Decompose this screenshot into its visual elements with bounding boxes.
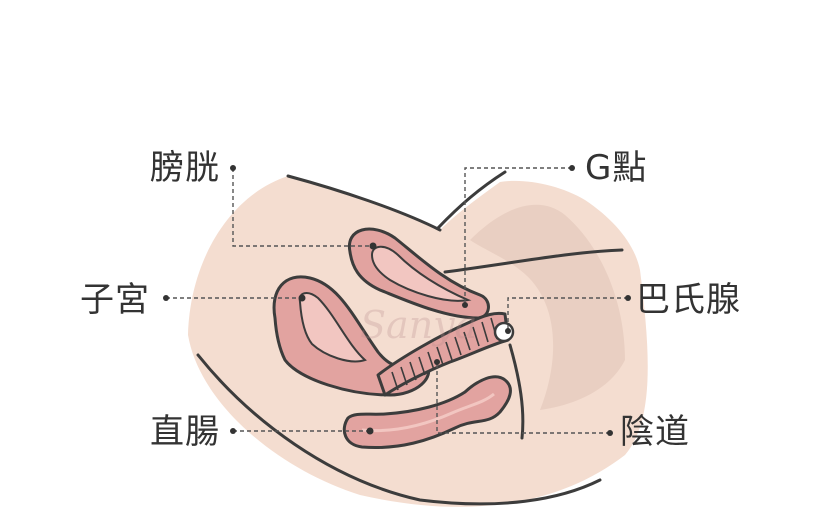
dot-rectum-label: [230, 428, 236, 434]
leader-vagina: [436, 362, 610, 434]
vaginal-rugae: [391, 317, 498, 391]
dot-bladder-label: [230, 165, 236, 171]
leg-contour: [196, 353, 602, 506]
dot-bartholin-target: [505, 328, 511, 334]
label-uterus: 子宮: [80, 280, 150, 320]
dot-bartholin-label: [625, 295, 631, 301]
uterus-cavity: [298, 292, 367, 363]
dot-vagina-label: [607, 430, 613, 436]
leader-gspot: [464, 167, 572, 305]
thigh-shadow: [470, 204, 625, 410]
dot-gspot-label: [569, 165, 575, 171]
label-vagina: 陰道: [620, 412, 690, 452]
leader-dots: [163, 165, 631, 436]
dot-gspot-target: [462, 302, 468, 308]
back-contour: [286, 174, 442, 232]
perineum-line: [508, 343, 525, 440]
label-bartholin-gland: 巴氏腺: [636, 280, 741, 320]
watermark-text: Sanya: [360, 303, 477, 347]
dot-vagina-target: [434, 359, 440, 365]
leader-bladder: [232, 168, 372, 247]
dot-bladder-target: [369, 242, 377, 250]
belly-contour: [443, 248, 624, 274]
rectum-lumen: [361, 392, 495, 433]
leader-lines: [166, 167, 628, 434]
dot-uterus-label: [163, 295, 169, 301]
label-g-spot: G點: [585, 148, 648, 188]
label-bladder: 膀胱: [150, 148, 220, 188]
thigh-contour: [436, 170, 507, 230]
label-rectum: 直腸: [150, 412, 220, 452]
bladder-lumen: [370, 245, 472, 302]
leader-bartholin: [507, 297, 628, 330]
dot-uterus-target: [298, 294, 306, 302]
dot-rectum-target: [366, 427, 374, 435]
